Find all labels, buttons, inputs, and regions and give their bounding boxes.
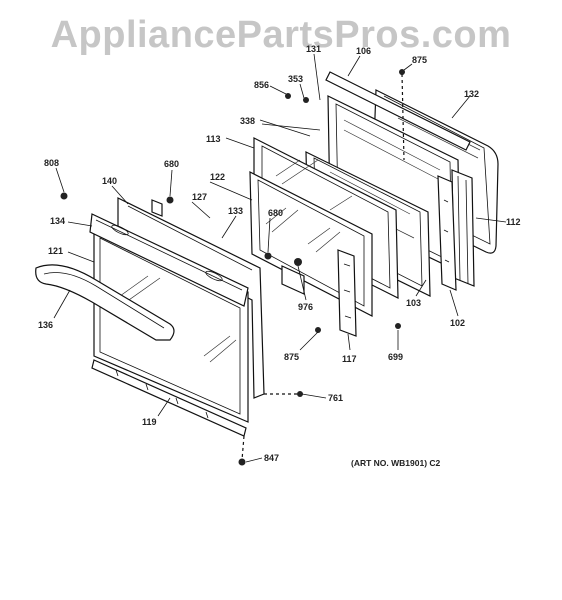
door-handle xyxy=(35,264,175,341)
callout-761: 761 xyxy=(328,393,343,403)
callout-699: 699 xyxy=(388,352,403,362)
callout-119: 119 xyxy=(142,417,157,427)
art-number: (ART NO. WB1901) C2 xyxy=(351,458,441,468)
callout-102: 102 xyxy=(450,318,465,328)
leader-lines xyxy=(53,53,507,463)
callout-680-top: 680 xyxy=(164,159,179,169)
callout-132: 132 xyxy=(464,89,479,99)
callout-112: 112 xyxy=(506,217,521,227)
callout-976: 976 xyxy=(298,302,313,312)
callout-121: 121 xyxy=(48,246,63,256)
center-strip-117 xyxy=(337,249,357,337)
callout-134: 134 xyxy=(50,216,65,226)
callout-103: 103 xyxy=(406,298,421,308)
callout-131: 131 xyxy=(306,44,321,54)
callout-127: 127 xyxy=(192,192,207,202)
screws xyxy=(60,69,405,466)
callout-140: 140 xyxy=(102,176,117,186)
watermark: AppliancePartsPros.com xyxy=(50,14,512,56)
callout-847: 847 xyxy=(264,453,279,463)
callout-808: 808 xyxy=(44,158,59,168)
callout-353: 353 xyxy=(288,74,303,84)
hinge-area xyxy=(281,265,305,295)
callout-133: 133 xyxy=(228,206,243,216)
callout-106: 106 xyxy=(356,46,371,56)
vent-trim xyxy=(325,71,471,151)
callout-856: 856 xyxy=(254,80,269,90)
callout-122: 122 xyxy=(210,172,225,182)
callout-875-bottom: 875 xyxy=(284,352,299,362)
callout-labels: 106 875 131 856 353 132 338 113 808 680 … xyxy=(38,44,521,463)
callout-875-top: 875 xyxy=(412,55,427,65)
callout-680-mid: 680 xyxy=(268,208,283,218)
callout-117: 117 xyxy=(342,354,357,364)
callout-136: 136 xyxy=(38,320,53,330)
side-bracket-102 xyxy=(437,175,457,291)
callout-338: 338 xyxy=(240,116,255,126)
callout-113: 113 xyxy=(206,134,221,144)
